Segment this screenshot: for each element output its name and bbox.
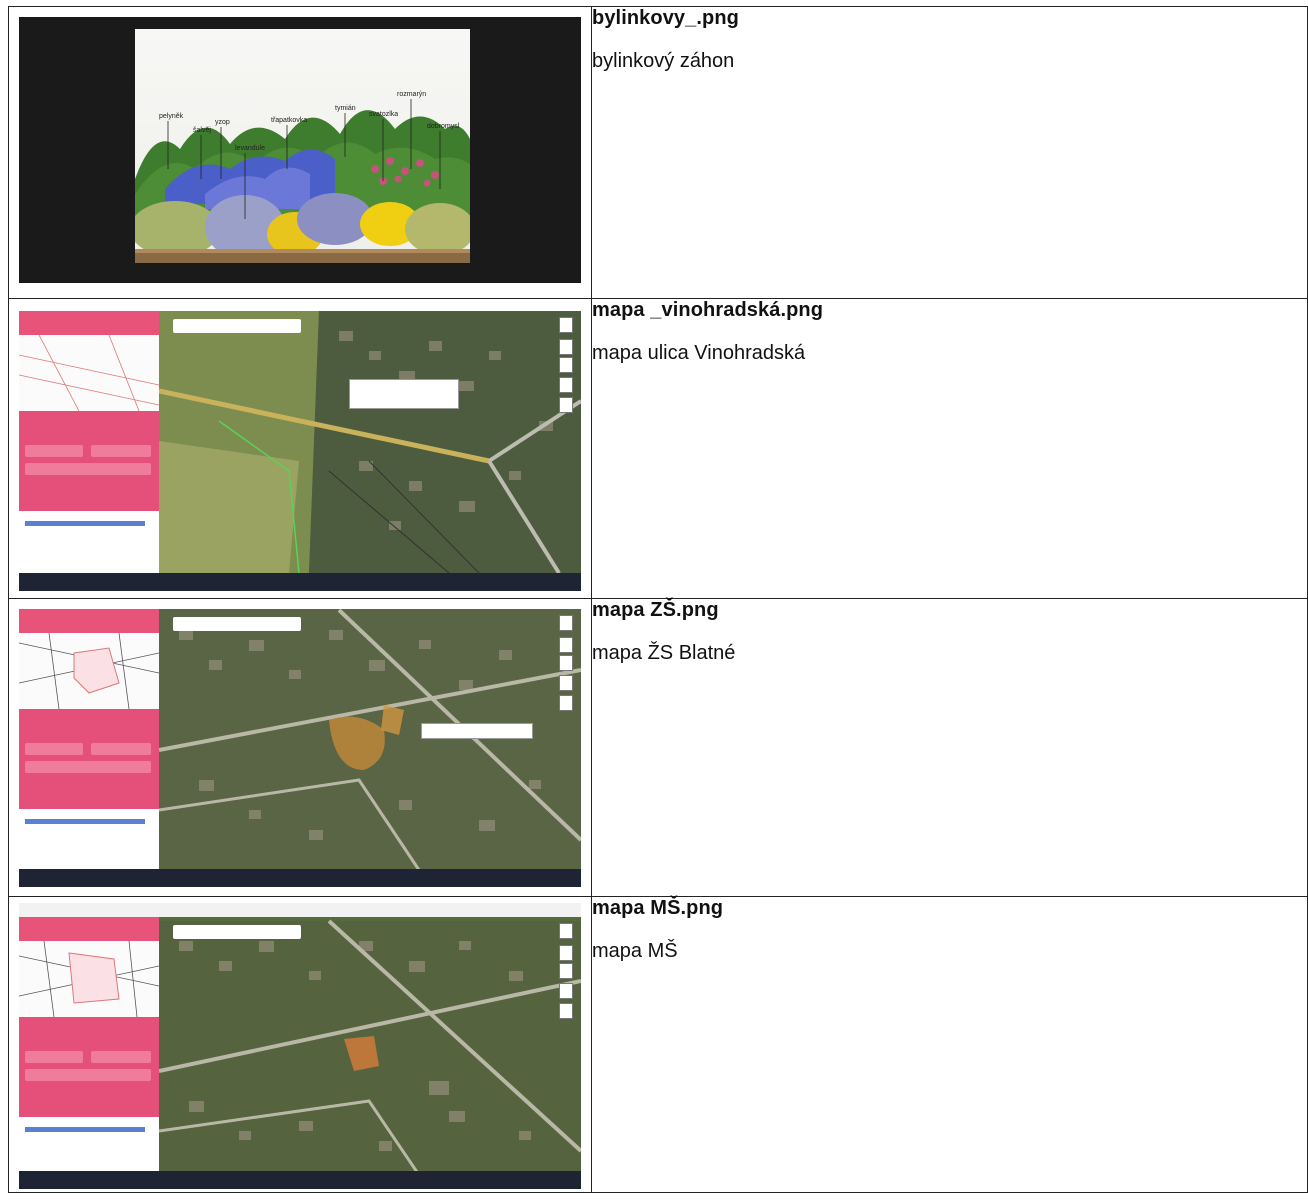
file-name: mapa _vinohradská.png	[592, 299, 824, 321]
herb-garden-image: pelyněk šalvěj yzop levandule třapatkovk…	[19, 17, 581, 283]
parcel-info	[19, 1017, 159, 1117]
parcel-sketch	[19, 632, 160, 710]
map-control[interactable]	[559, 923, 573, 939]
panel-button[interactable]	[25, 1051, 83, 1063]
browser-bookmarks-bar	[19, 903, 581, 917]
panel-button[interactable]	[25, 761, 151, 773]
plant-label: levandule	[235, 145, 265, 152]
file-name: bylinkovy_.png	[592, 7, 739, 29]
map-search-box[interactable]	[173, 925, 301, 939]
windows-taskbar	[19, 869, 581, 887]
caption-cell: mapa _vinohradská.png mapa ulica Vinohra…	[591, 298, 1308, 599]
table-row: mapa _vinohradská.png mapa ulica Vinohra…	[8, 298, 1308, 599]
parcel-sketch	[19, 334, 160, 412]
panel-header	[19, 917, 159, 941]
panel-header	[19, 609, 159, 633]
herb-illustration-canvas: pelyněk šalvěj yzop levandule třapatkovk…	[130, 29, 475, 263]
plant-label: rozmarýn	[397, 91, 427, 98]
plant-label: svatozlka	[369, 111, 399, 118]
aerial-map	[159, 311, 581, 573]
table-row: mapa ZŠ.png mapa ŽS Blatné	[8, 598, 1308, 897]
panel-button[interactable]	[25, 463, 151, 475]
herb-garden-illustration	[130, 29, 475, 263]
zoom-out-control[interactable]	[559, 963, 573, 979]
table-row: mapa MŠ.png mapa MŠ	[8, 896, 1308, 1193]
parcel-sketch-lines	[19, 940, 160, 1018]
layer-control[interactable]	[559, 397, 573, 413]
zoom-in-control[interactable]	[559, 637, 573, 653]
attachments-table: pelyněk šalvěj yzop levandule třapatkovk…	[8, 6, 1308, 1193]
panel-button[interactable]	[91, 1051, 151, 1063]
map-annotation	[421, 723, 533, 739]
file-description: mapa ulica Vinohradská	[592, 342, 806, 364]
plant-label: šalvěj	[193, 127, 211, 134]
map-vinohradska-image	[19, 311, 581, 591]
panel-button[interactable]	[25, 743, 83, 755]
map-control[interactable]	[559, 317, 573, 333]
map-ms-image	[19, 903, 581, 1189]
aerial-map	[159, 609, 581, 871]
parcel-panel	[19, 609, 160, 871]
parcel-info	[19, 709, 159, 809]
panel-button[interactable]	[25, 445, 83, 457]
parcel-panel	[19, 917, 160, 1171]
image-cell	[8, 896, 592, 1193]
parcel-sketch	[19, 940, 160, 1018]
map-annotation	[349, 379, 459, 409]
file-description: bylinkový záhon	[592, 50, 735, 72]
panel-button[interactable]	[91, 445, 151, 457]
parcel-panel	[19, 311, 160, 573]
map-search-box[interactable]	[173, 319, 301, 333]
zoom-out-control[interactable]	[559, 357, 573, 373]
parcel-info	[19, 411, 159, 511]
zoom-in-control[interactable]	[559, 339, 573, 355]
caption-cell: mapa MŠ.png mapa MŠ	[591, 896, 1308, 1193]
image-cell	[8, 298, 592, 599]
map-search-box[interactable]	[173, 617, 301, 631]
layer-control[interactable]	[559, 1003, 573, 1019]
file-name: mapa ZŠ.png	[592, 599, 719, 621]
aerial-map	[159, 919, 581, 1176]
caption-cell: mapa ZŠ.png mapa ŽS Blatné	[591, 598, 1308, 897]
zoom-out-control[interactable]	[559, 655, 573, 671]
layer-control[interactable]	[559, 695, 573, 711]
layer-control[interactable]	[559, 377, 573, 393]
zoom-in-control[interactable]	[559, 945, 573, 961]
layer-control[interactable]	[559, 983, 573, 999]
panel-header	[19, 311, 159, 335]
plant-label: dobromysl	[427, 123, 460, 130]
file-description: mapa ŽS Blatné	[592, 642, 736, 664]
layer-control[interactable]	[559, 675, 573, 691]
table-row: pelyněk šalvěj yzop levandule třapatkovk…	[8, 6, 1308, 299]
owner-link[interactable]	[25, 819, 145, 824]
map-control[interactable]	[559, 615, 573, 631]
parcel-sketch-lines	[19, 334, 160, 412]
image-cell: pelyněk šalvěj yzop levandule třapatkovk…	[8, 6, 592, 299]
windows-taskbar	[19, 573, 581, 591]
file-name: mapa MŠ.png	[592, 897, 724, 919]
image-cell	[8, 598, 592, 897]
windows-taskbar	[19, 1171, 581, 1189]
plant-label: yzop	[215, 119, 230, 126]
plant-label: pelyněk	[159, 113, 184, 120]
owner-link[interactable]	[25, 1127, 145, 1132]
parcel-sketch-lines	[19, 632, 160, 710]
file-description: mapa MŠ	[592, 940, 678, 962]
panel-button[interactable]	[25, 1069, 151, 1081]
plant-label: třapatkovka	[271, 117, 308, 124]
caption-cell: bylinkovy_.png bylinkový záhon	[591, 6, 1308, 299]
panel-button[interactable]	[91, 743, 151, 755]
map-zs-image	[19, 609, 581, 887]
plant-label: tymián	[335, 105, 356, 112]
owner-link[interactable]	[25, 521, 145, 526]
